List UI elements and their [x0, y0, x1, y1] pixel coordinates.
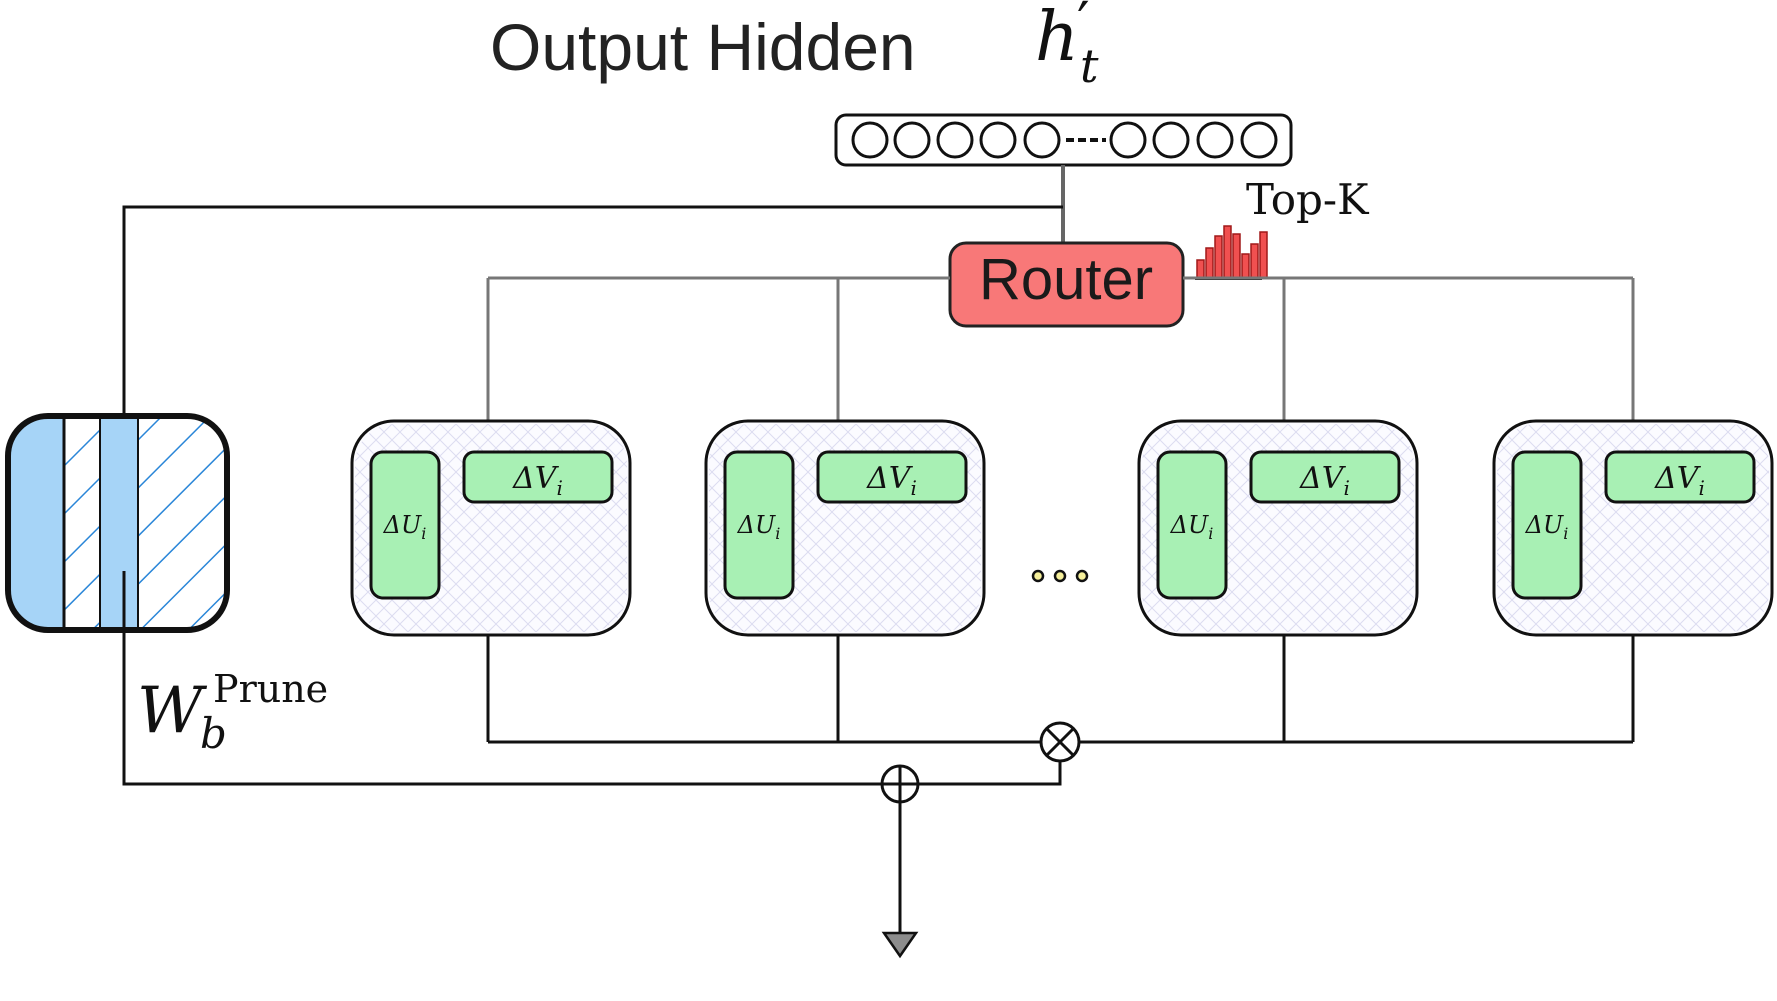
hidden-node [1023, 121, 1061, 159]
delta-v-block [1604, 450, 1756, 504]
pruned-weight-frame [5, 413, 230, 633]
delta-u-block [1156, 450, 1228, 600]
topk-label: Top-K [1246, 175, 1370, 224]
hidden-vector [834, 113, 1293, 167]
delta-v-block [1249, 450, 1401, 504]
delta-u-block [369, 450, 441, 600]
delta-u-label: ΔUi [737, 511, 781, 543]
ellipsis-dots [1031, 569, 1089, 583]
delta-v-label: ΔVi [1299, 461, 1350, 500]
delta-v-block [816, 450, 968, 504]
pruned-weight-sup: Prune [213, 667, 328, 711]
combine-lines [122, 571, 1635, 935]
delta-u-label: ΔUi [1525, 511, 1569, 543]
hidden-node [979, 121, 1017, 159]
delta-v-label: ΔVi [1654, 461, 1705, 500]
pruned-weight-matrix [5, 413, 230, 633]
topk-histogram-icon [1195, 225, 1268, 280]
router-label: Router [979, 247, 1153, 312]
title: Output Hidden [490, 10, 916, 84]
delta-u-block [723, 450, 795, 600]
multiply-icon [1039, 721, 1081, 763]
pruned-weight-base: W [137, 674, 208, 748]
hidden-symbol-sub: t [1080, 39, 1099, 93]
router-box [948, 241, 1185, 328]
pruned-weight-sub: b [200, 709, 227, 758]
hidden-node [893, 121, 931, 159]
hidden-node [1109, 121, 1147, 159]
hidden-node [1196, 121, 1234, 159]
add-icon [880, 764, 920, 804]
pruned-weight-label: W b Prune [137, 667, 328, 758]
expert-2: ΔUi ΔVi [704, 419, 986, 637]
delta-u-label: ΔUi [383, 511, 427, 543]
expert-3: ΔUi ΔVi [1137, 419, 1419, 637]
output-arrow-icon [881, 931, 919, 959]
delta-v-label: ΔVi [512, 461, 563, 500]
hidden-symbol-prime: ′ [1077, 0, 1090, 56]
delta-v-label: ΔVi [866, 461, 917, 500]
expert-1: ΔUi ΔVi [350, 419, 632, 637]
hidden-node [1152, 121, 1190, 159]
delta-u-block [1511, 450, 1583, 600]
delta-u-label: ΔUi [1170, 511, 1214, 543]
router-branches [486, 276, 1635, 421]
hidden-node [936, 121, 974, 159]
hidden-symbol-base: h [1035, 0, 1079, 77]
hidden-node [1240, 121, 1278, 159]
expert-4: ΔUi ΔVi [1492, 419, 1774, 637]
router: Router [948, 241, 1185, 328]
delta-v-block [462, 450, 614, 504]
hidden-node [851, 121, 889, 159]
